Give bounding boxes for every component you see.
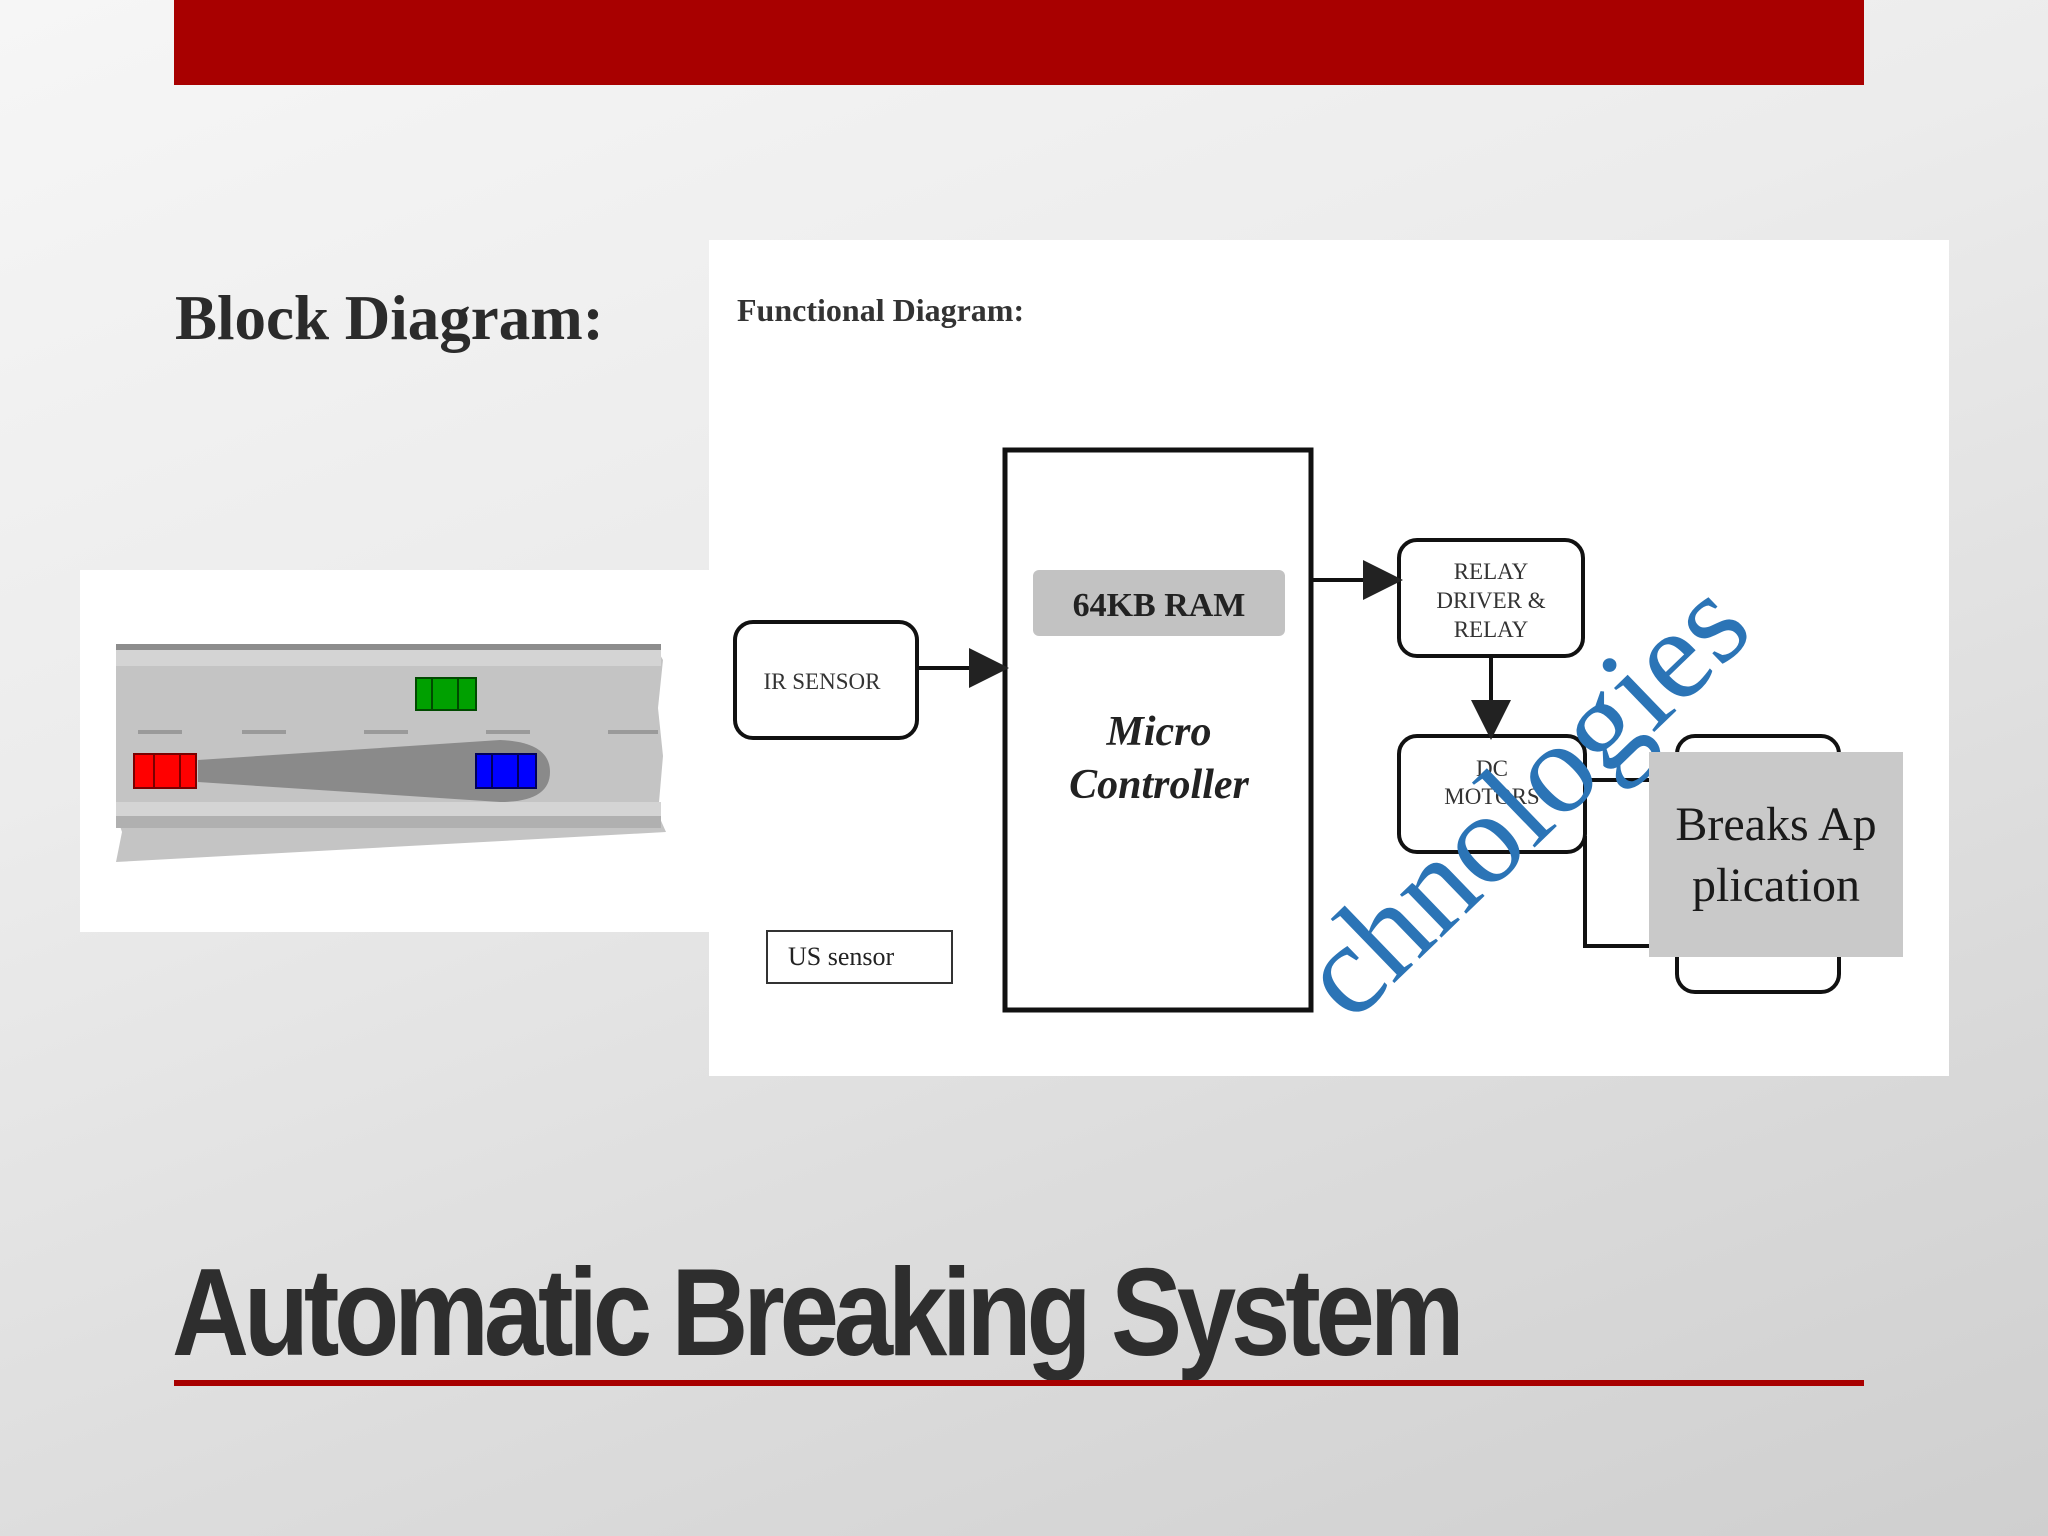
relay-label-line3: RELAY [1454,617,1529,642]
sensor-beam [198,740,550,802]
road-illustration [80,570,710,932]
red-car [133,753,197,789]
breaks-application-label: Breaks Application [1675,797,1877,912]
section-heading: Block Diagram: [175,283,604,353]
controller-label-line1: Micro [1106,709,1212,755]
dc-motors-label-line2: MOTORS [1444,784,1539,809]
slide-title: Automatic Breaking System [172,1244,1465,1382]
us-sensor-label: US sensor [766,930,953,984]
ram-label: 64KB RAM [1073,587,1246,624]
lane-dashes [138,730,658,734]
road-bottom-stripe [116,802,661,816]
functional-diagram-heading: Functional Diagram: [737,292,1025,328]
road-shoulder [116,816,661,828]
relay-label-line1: RELAY [1454,559,1529,584]
relay-label-line2: DRIVER & [1436,588,1545,613]
ram-block [1033,570,1285,636]
title-underline [174,1380,1864,1386]
top-accent-bar [174,0,1864,85]
road-scene [116,644,666,862]
road-top-edge [116,644,661,650]
dc-motors-label-line1: DC [1476,756,1508,781]
green-car [415,677,477,711]
road-upper-lane [116,650,661,666]
controller-label-line2: Controller [1069,762,1249,808]
micro-controller-block [1002,447,1314,1013]
connector-brake-loop [1583,836,1677,948]
blue-car [475,753,537,789]
ir-sensor-label: IR SENSOR [764,669,882,694]
functional-diagram: 64KB RAM Micro Controller IR SENSOR RELA… [733,447,1841,1013]
ir-sensor-block [733,620,919,740]
breaks-application-box: Breaks Application [1649,752,1903,957]
